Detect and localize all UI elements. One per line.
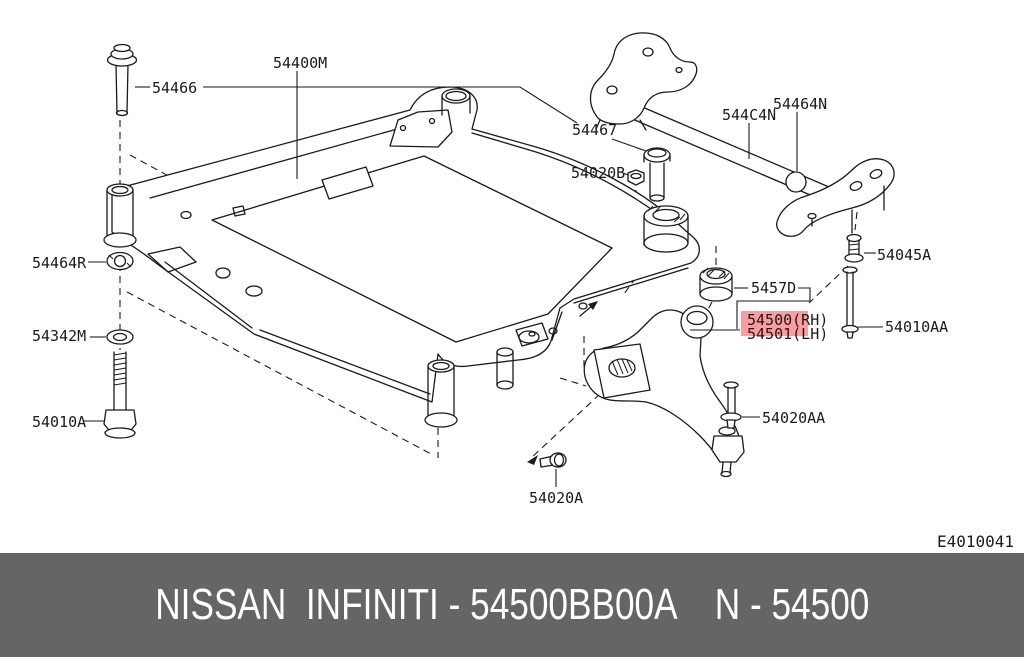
bushing-5457d-drawing (699, 267, 733, 302)
stabilizer-bar-drawing (615, 99, 851, 210)
part-label-54500-rh: 54500(RH) (747, 311, 828, 329)
caption-banner: NISSAN INFINITI - 54500BB00A N - 54500 (0, 553, 1024, 657)
nut-54020b-drawing (627, 169, 645, 186)
part-label-54045a: 54045A (877, 246, 931, 264)
part-label-54466: 54466 (152, 79, 197, 97)
part-label-54400m: 54400M (273, 54, 327, 72)
member-mount-insulator-drawing (643, 147, 689, 253)
bolt-54045a-drawing (844, 233, 864, 263)
part-callouts: 54466 54400M 54467 544C4N 54464N 54020B … (32, 54, 948, 507)
selected-part-highlight (741, 311, 808, 336)
washer-54464r-drawing (106, 251, 134, 271)
control-arm-drawing (583, 305, 745, 478)
bolt-54020aa-drawing (720, 381, 742, 429)
part-label-5457d: 5457D (751, 279, 796, 297)
part-label-54464n: 54464N (773, 95, 827, 113)
exploded-parts-drawing: 54466 54400M 54467 544C4N 54464N 54020B … (32, 32, 1014, 551)
part-label-54464r: 54464R (32, 254, 87, 272)
diagram-sheet-code: E4010041 (937, 532, 1014, 551)
bolt-54010aa-drawing (841, 266, 859, 339)
leader-lines (83, 71, 883, 487)
stabilizer-bushing-drawing (785, 171, 807, 193)
part-label-54467: 54467 (572, 121, 617, 139)
part-label-54501-lh: 54501(LH) (747, 325, 828, 343)
part-label-54020a: 54020A (529, 489, 583, 507)
caption-text: NISSAN INFINITI - 54500BB00A N - 54500 (154, 580, 870, 629)
attach-direction-arrow (579, 301, 598, 317)
part-label-544c4n: 544C4N (722, 106, 776, 124)
stabilizer-bracket-drawing (775, 158, 895, 237)
bolt-54010a-drawing (103, 351, 137, 439)
part-label-54020aa: 54020AA (762, 409, 825, 427)
part-label-54010aa: 54010AA (885, 318, 948, 336)
suspension-member-drawing (103, 86, 700, 428)
bolt-54466-drawing (106, 43, 138, 117)
insert-direction-arrow (527, 455, 538, 465)
rear-bracket-drawing (589, 32, 698, 131)
washer-54342m-drawing (106, 329, 134, 345)
bolt-54020a-drawing (539, 452, 567, 468)
part-label-54010a: 54010A (32, 413, 86, 431)
part-label-54020b: 54020B (571, 164, 625, 182)
part-label-54342m: 54342M (32, 327, 86, 345)
